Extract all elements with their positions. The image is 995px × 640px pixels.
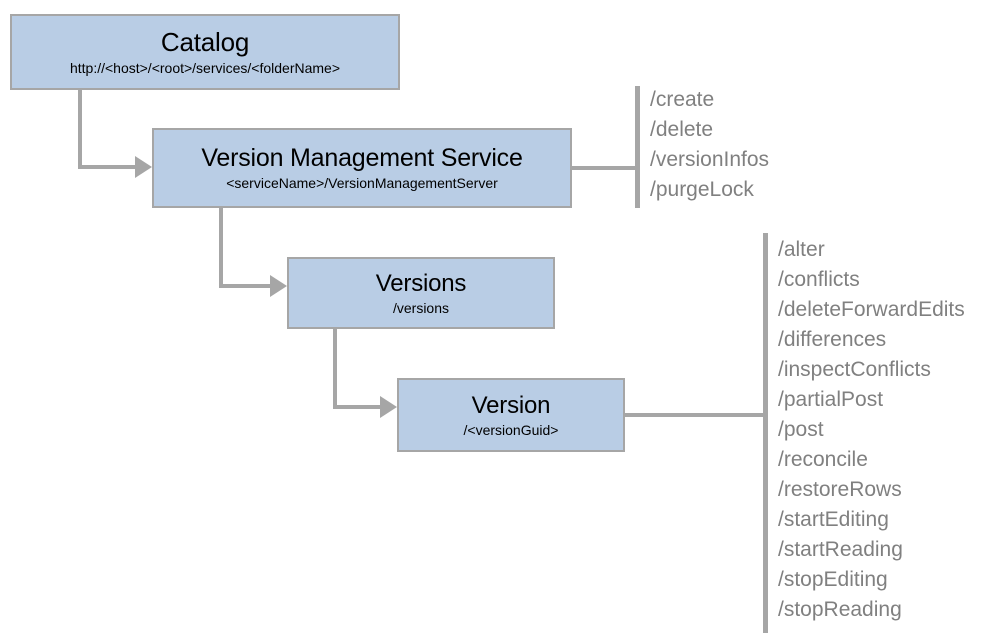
operation-item: /differences <box>778 328 887 351</box>
node-version-management-service[interactable]: Version Management Service <serviceName>… <box>152 128 572 208</box>
arrowhead-versions-to-version <box>380 396 397 418</box>
operation-item: /create <box>650 88 715 111</box>
node-versions-title: Versions <box>375 269 467 297</box>
connector-catalog-to-service-horizontal <box>78 165 138 169</box>
connector-version-to-operations <box>625 413 768 417</box>
node-versions[interactable]: Versions /versions <box>287 257 555 329</box>
operation-item: /stopReading <box>778 598 902 621</box>
connector-catalog-to-service-vertical <box>78 89 82 169</box>
connector-service-to-versions-horizontal <box>219 284 273 288</box>
operation-item: /restoreRows <box>778 478 902 501</box>
operation-item: /startEditing <box>778 508 889 531</box>
node-catalog-title: Catalog <box>160 26 250 57</box>
bracket-version-operations <box>763 233 768 633</box>
operation-item: /reconcile <box>778 448 868 471</box>
node-version-management-service-path: <serviceName>/VersionManagementServer <box>226 175 498 192</box>
operation-item: /inspectConflicts <box>778 358 931 381</box>
node-versions-path: /versions <box>392 299 450 316</box>
arrowhead-catalog-to-service <box>135 156 152 178</box>
node-catalog-path: http://<host>/<root>/services/<folderNam… <box>69 59 341 76</box>
operation-item: /deleteForwardEdits <box>778 298 965 321</box>
arrowhead-service-to-versions <box>270 275 287 297</box>
operation-item: /partialPost <box>778 388 884 411</box>
node-catalog[interactable]: Catalog http://<host>/<root>/services/<f… <box>10 14 400 90</box>
version-operations-list: /alter/conflicts/deleteForwardEdits/diff… <box>778 235 965 625</box>
operation-item: /post <box>778 418 824 441</box>
connector-service-to-versions-vertical <box>219 208 223 288</box>
operation-item: /delete <box>650 118 714 141</box>
service-operations-list: /create/delete/versionInfos/purgeLock <box>650 85 769 205</box>
bracket-service-operations <box>635 86 640 208</box>
operation-item: /purgeLock <box>650 178 754 201</box>
connector-service-to-operations <box>572 166 639 170</box>
node-version-management-service-title: Version Management Service <box>201 144 523 173</box>
connector-versions-to-version-vertical <box>333 329 337 409</box>
connector-versions-to-version-horizontal <box>333 405 383 409</box>
node-version-title: Version <box>471 391 551 419</box>
node-version-path: /<versionGuid> <box>463 421 559 438</box>
node-version[interactable]: Version /<versionGuid> <box>397 378 625 452</box>
operation-item: /versionInfos <box>650 148 770 171</box>
operation-item: /alter <box>778 238 825 261</box>
operation-item: /startReading <box>778 538 903 561</box>
operation-item: /conflicts <box>778 268 860 291</box>
operation-item: /stopEditing <box>778 568 888 591</box>
